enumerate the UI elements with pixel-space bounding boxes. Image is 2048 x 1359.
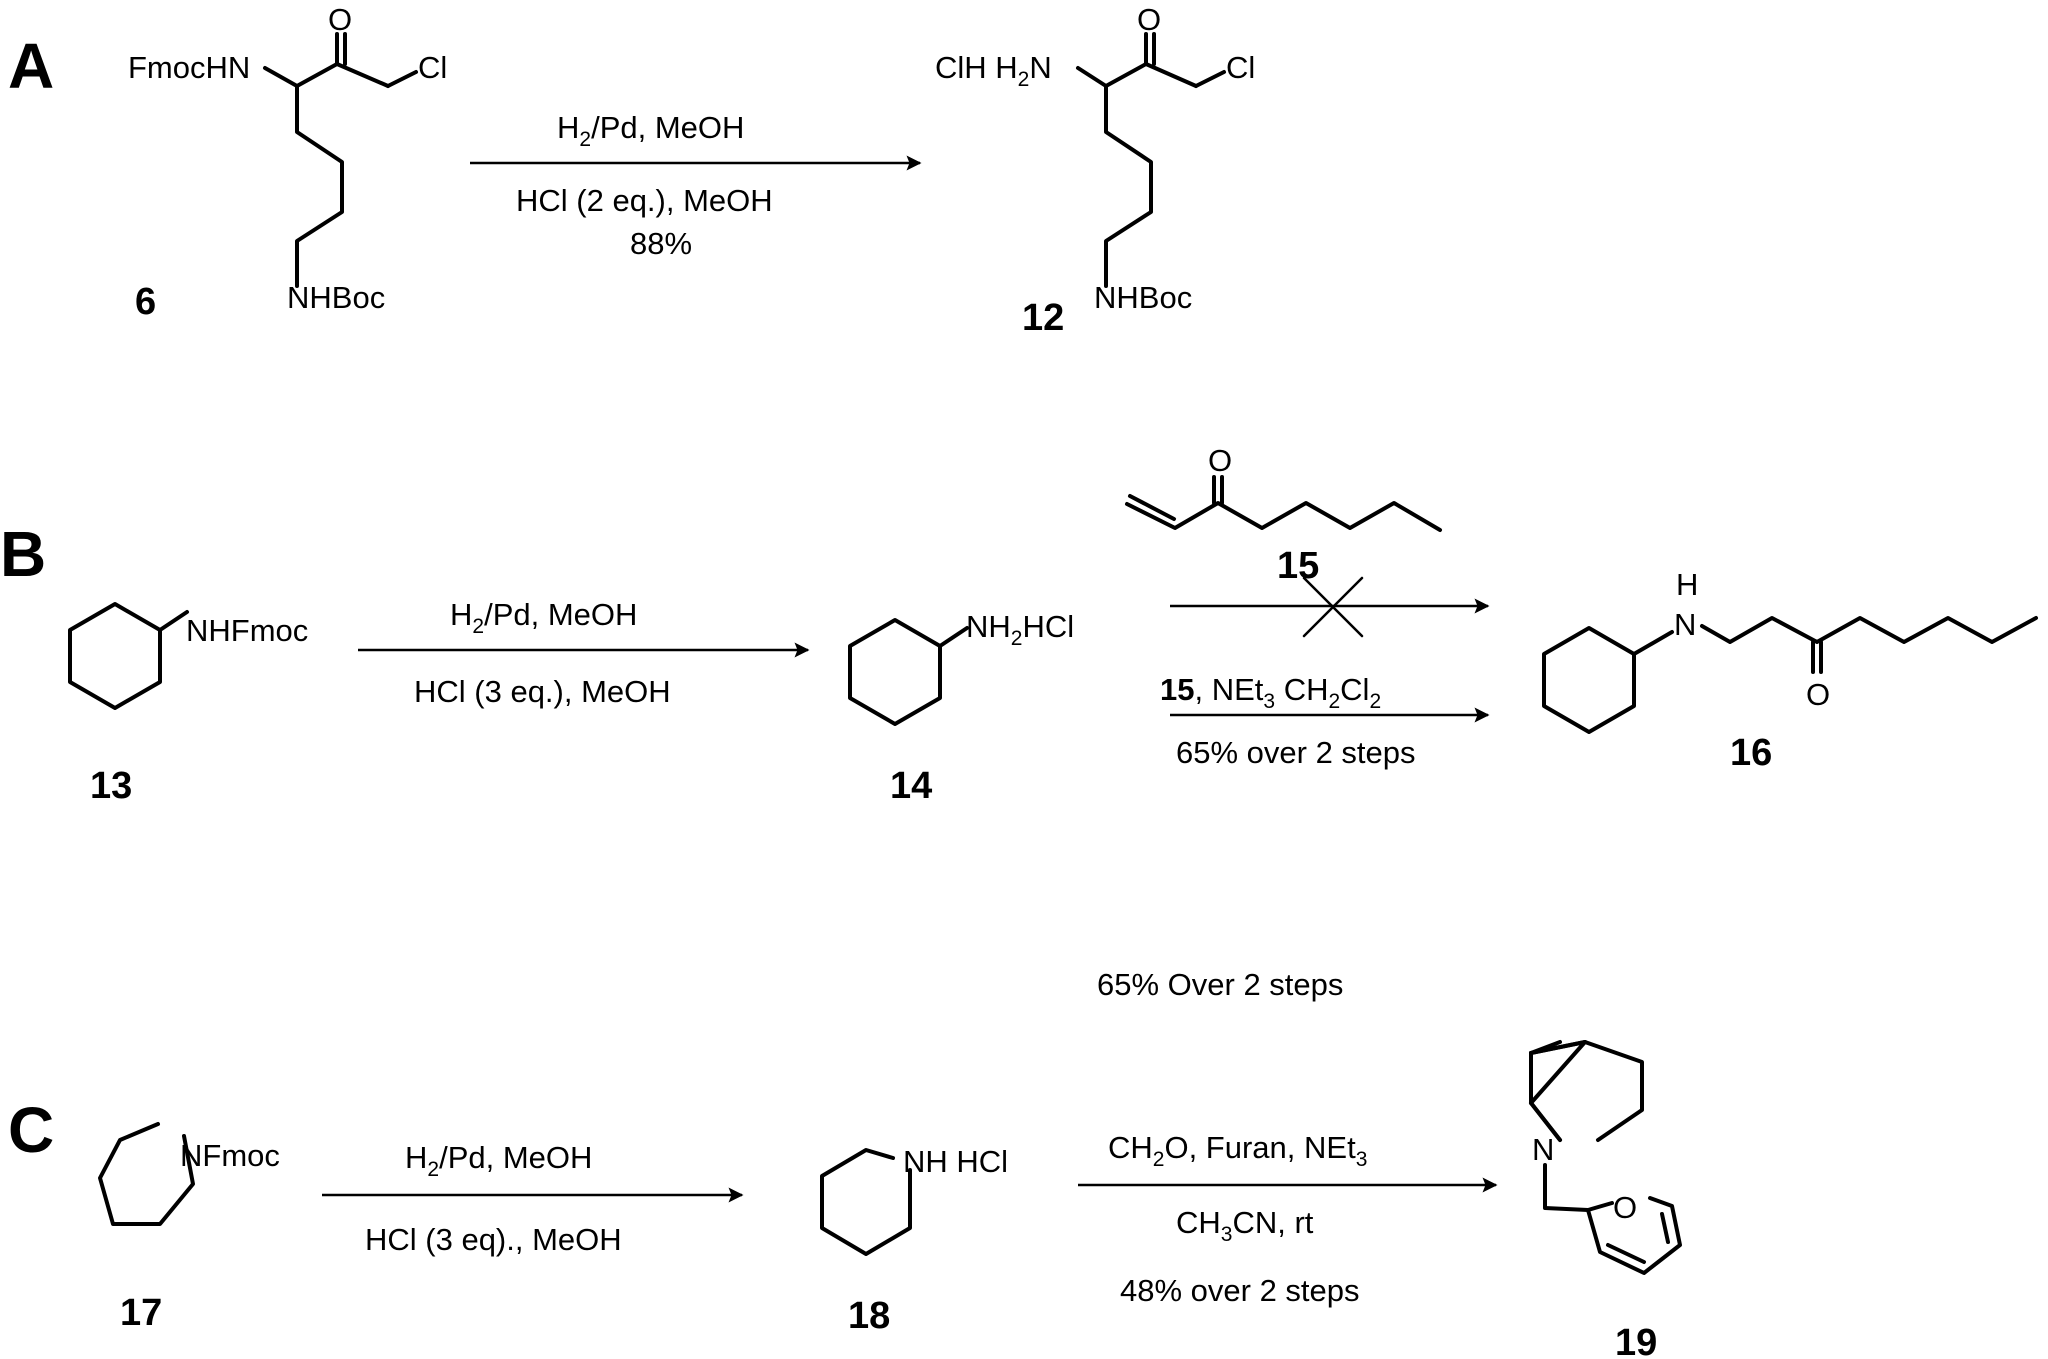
compound-6-chlorine: Cl — [418, 50, 447, 85]
compound-19-structure: N O 19 — [1529, 1040, 1682, 1359]
compound-19-nitrogen: N — [1532, 1132, 1554, 1167]
panel-b: B NHFmoc 13 H2/Pd, MeOH HCl (3 eq.), MeO… — [0, 443, 2038, 807]
panel-b-arrow-3-below: 65% over 2 steps — [1176, 735, 1416, 770]
panel-a-label: A — [8, 30, 54, 102]
compound-13-number: 13 — [90, 765, 132, 807]
panel-c-arrow-2-below1: CH3CN, rt — [1176, 1205, 1314, 1246]
panel-c-arrow-2-above: CH2O, Furan, NEt3 — [1108, 1130, 1367, 1171]
compound-12-chlorine: Cl — [1226, 50, 1255, 85]
compound-18-structure: NH HCl 18 — [820, 1144, 1008, 1337]
compound-18-nh-hcl: NH HCl — [903, 1144, 1008, 1179]
compound-14-number: 14 — [890, 765, 932, 807]
compound-13-structure: NHFmoc 13 — [68, 602, 308, 807]
compound-6-oxygen: O — [328, 2, 352, 37]
compound-14-nh2hcl: NH2HCl — [966, 609, 1074, 650]
compound-12-oxygen: O — [1137, 2, 1161, 37]
panel-b-arrow-1-below: HCl (3 eq.), MeOH — [414, 674, 671, 709]
panel-c-arrow-1-above: H2/Pd, MeOH — [405, 1140, 592, 1181]
compound-16-structure: H N O 16 — [1542, 567, 2038, 774]
panel-c: 65% Over 2 steps C NFmoc 17 H2/Pd, MeOH … — [8, 967, 1682, 1359]
compound-12-number: 12 — [1022, 297, 1064, 339]
panel-a: A FmocHN O Cl NHBoc 6 H2/Pd, MeOH HCl (2… — [8, 2, 1255, 339]
panel-a-arrow-below2: 88% — [630, 226, 692, 261]
compound-6-fmochn: FmocHN — [128, 50, 250, 85]
compound-16-nitrogen: N — [1674, 607, 1696, 642]
panel-b-arrow-1-above: H2/Pd, MeOH — [450, 597, 637, 638]
compound-6-number: 6 — [135, 281, 156, 323]
compound-17-structure: NFmoc 17 — [98, 1122, 280, 1334]
compound-19-number: 19 — [1615, 1322, 1657, 1359]
compound-16-hydrogen: H — [1676, 567, 1698, 602]
compound-19-oxygen: O — [1613, 1190, 1637, 1225]
compound-16-oxygen: O — [1806, 677, 1830, 712]
compound-15-structure: O 15 — [1125, 443, 1442, 587]
panel-a-arrow-below1: HCl (2 eq.), MeOH — [516, 183, 773, 218]
compound-15-oxygen: O — [1208, 443, 1232, 478]
cross-mark-icon — [1302, 576, 1364, 638]
panel-c-arrow-1-below: HCl (3 eq)., MeOH — [365, 1222, 622, 1257]
compound-13-nhfmoc: NHFmoc — [186, 613, 308, 648]
compound-17-number: 17 — [120, 1292, 162, 1334]
compound-12-nhboc: NHBoc — [1094, 280, 1192, 315]
panel-a-arrow-above: H2/Pd, MeOH — [557, 110, 744, 151]
compound-6-structure: FmocHN O Cl NHBoc 6 — [128, 2, 447, 323]
compound-18-number: 18 — [848, 1295, 890, 1337]
panel-b-arrow-3-above: 15, NEt3 CH2Cl2 — [1160, 672, 1381, 713]
panel-c-label: C — [8, 1094, 54, 1166]
compound-15-number: 15 — [1277, 545, 1319, 587]
compound-12-structure: ClH H2N O Cl NHBoc 12 — [935, 2, 1255, 339]
compound-16-number: 16 — [1730, 732, 1772, 774]
compound-17-nfmoc: NFmoc — [180, 1138, 280, 1173]
compound-12-clh-h2n: ClH H2N — [935, 50, 1052, 91]
panel-c-floating-note: 65% Over 2 steps — [1097, 967, 1343, 1002]
panel-c-arrow-2-below2: 48% over 2 steps — [1120, 1273, 1360, 1308]
panel-b-label: B — [0, 518, 46, 590]
compound-6-nhboc: NHBoc — [287, 280, 385, 315]
compound-14-structure: NH2HCl 14 — [848, 609, 1074, 807]
